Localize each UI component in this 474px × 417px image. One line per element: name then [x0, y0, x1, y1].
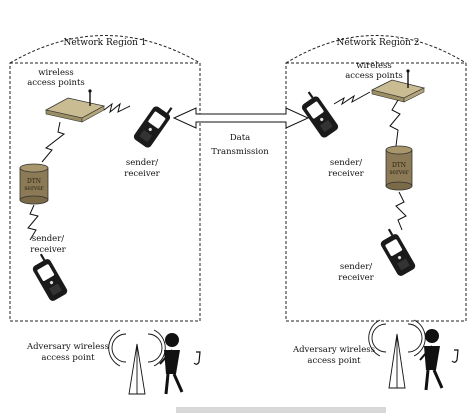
wireless-link — [27, 102, 131, 241]
caption-strip — [176, 407, 386, 413]
sender-receiver-right-bottom-line2: receiver — [338, 273, 374, 283]
dtn-left-label-line2: server — [24, 185, 43, 192]
sender-receiver-left-top-line1: sender/ — [126, 158, 158, 168]
wireless-access-point-icon — [370, 69, 426, 103]
adversary-left-label-line2: access point — [41, 353, 95, 363]
person-icon — [159, 333, 184, 395]
network-region-1: Network Region 1 — [9, 35, 201, 322]
dtn-right-label-line1: DTN — [392, 162, 406, 169]
network-region-2: Network Region 2 — [285, 35, 467, 322]
mobile-phone-icon — [295, 88, 341, 141]
dtn-right-label-line2: server — [389, 169, 408, 176]
ap-left-label-line2: access points — [27, 78, 85, 88]
glyph-mark-right — [451, 349, 459, 363]
dtn-left-label-line1: DTN — [27, 178, 41, 185]
sender-receiver-left-bottom-line1: sender/ — [32, 234, 64, 244]
region-1-title: Network Region 1 — [63, 38, 146, 48]
sender-receiver-left-top-line2: receiver — [124, 169, 160, 179]
dtn-server-icon: DTN server — [19, 163, 49, 205]
sender-receiver-right-top-line2: receiver — [328, 169, 364, 179]
dtn-server-icon: DTN server — [385, 145, 413, 191]
glyph-mark-left — [193, 351, 201, 365]
adversary-antenna-icon — [368, 319, 426, 389]
region-2-title: Network Region 2 — [336, 38, 419, 48]
sender-receiver-right-bottom-line1: sender/ — [340, 262, 372, 272]
ap-right-label-line2: access points — [345, 71, 403, 81]
ap-right-label-line1: wireless — [356, 61, 392, 71]
mobile-phone-icon — [26, 250, 70, 304]
data-transmission-label-line2: Transmission — [211, 147, 269, 157]
adversary-right-label-line2: access point — [307, 356, 361, 366]
data-transmission-label-line1: Data — [230, 133, 250, 143]
adversary-antenna-icon — [108, 329, 166, 395]
ap-left-label-line1: wireless — [38, 68, 74, 78]
wireless-link — [333, 91, 407, 231]
adversary-left-label-line1: Adversary wireless — [26, 342, 109, 352]
person-icon — [419, 329, 444, 391]
data-transmission-arrow — [172, 107, 310, 129]
wireless-access-point-icon — [44, 89, 106, 123]
sender-receiver-right-top-line1: sender/ — [330, 158, 362, 168]
sender-receiver-left-bottom-line2: receiver — [30, 245, 66, 255]
mobile-phone-icon — [131, 98, 177, 151]
mobile-phone-icon — [374, 225, 418, 279]
adversary-right-label-line1: Adversary wireless — [292, 345, 375, 355]
